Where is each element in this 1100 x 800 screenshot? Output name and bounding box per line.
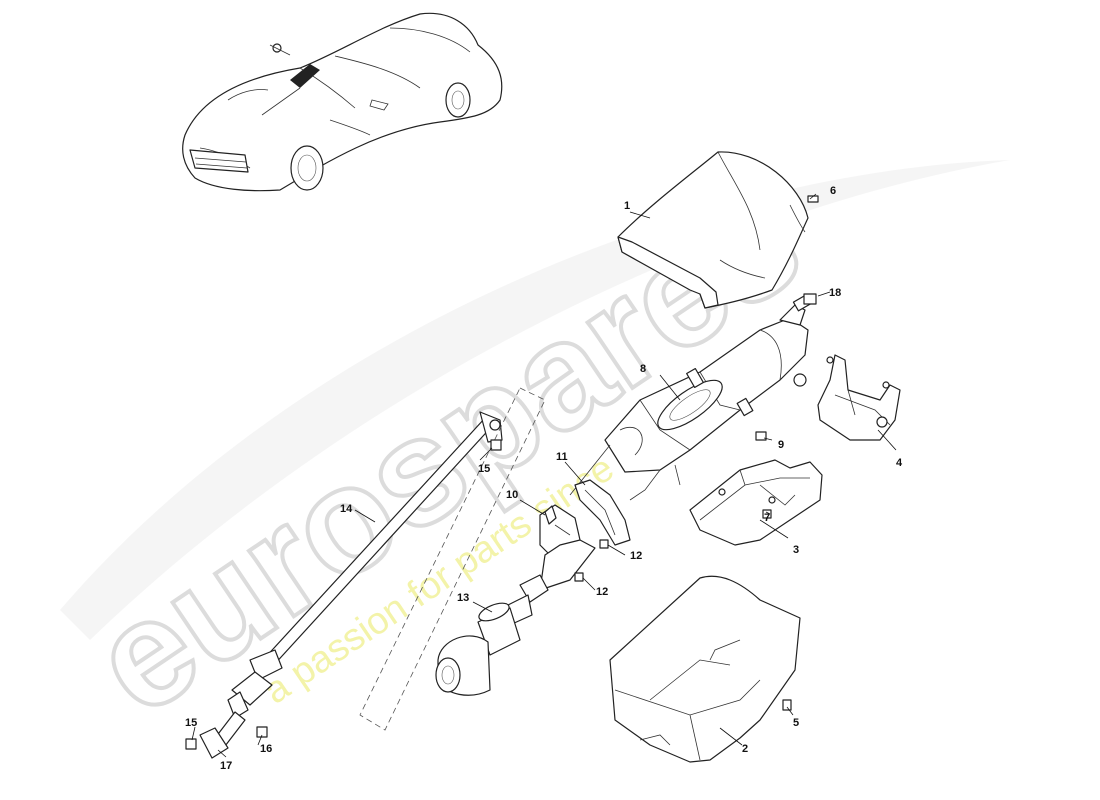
leader-lines	[191, 193, 897, 758]
callout-9: 9	[778, 439, 784, 451]
callouts: 1 2 3 4 5 6 7 8 9 10 11 12 12 13 14 15 1…	[185, 185, 903, 772]
mounting-bracket	[817, 354, 901, 441]
callout-12-lower: 12	[596, 586, 608, 598]
steering-column-icon	[569, 294, 812, 501]
steering-shaft	[199, 411, 503, 759]
callout-15-upper: 15	[478, 463, 490, 475]
callout-12-upper: 12	[630, 550, 642, 562]
callout-3: 3	[793, 544, 799, 556]
car-locator-icon	[182, 12, 503, 192]
callout-15-lower: 15	[185, 717, 197, 729]
lock-cylinder	[435, 602, 521, 696]
callout-8: 8	[640, 363, 646, 375]
fasteners	[185, 195, 819, 750]
callout-1: 1	[624, 200, 630, 212]
callout-17: 17	[220, 760, 232, 772]
callout-2: 2	[742, 743, 748, 755]
callout-10: 10	[506, 489, 518, 501]
callout-5: 5	[793, 717, 799, 729]
callout-6: 6	[830, 185, 836, 197]
upper-shroud	[617, 151, 809, 309]
flange-bracket	[574, 479, 631, 546]
watermark: eurospares a passion for parts since 198…	[60, 153, 1010, 749]
callout-14: 14	[340, 503, 353, 515]
callout-7: 7	[764, 512, 770, 524]
lower-shroud	[609, 575, 801, 763]
intermediate-shaft	[507, 539, 596, 625]
callout-16: 16	[260, 743, 272, 755]
callout-13: 13	[457, 592, 469, 604]
callout-4: 4	[896, 457, 903, 469]
assembly-boundary	[359, 387, 546, 731]
shield-plate	[689, 459, 823, 546]
callout-11: 11	[556, 451, 568, 463]
callout-18: 18	[829, 287, 841, 299]
